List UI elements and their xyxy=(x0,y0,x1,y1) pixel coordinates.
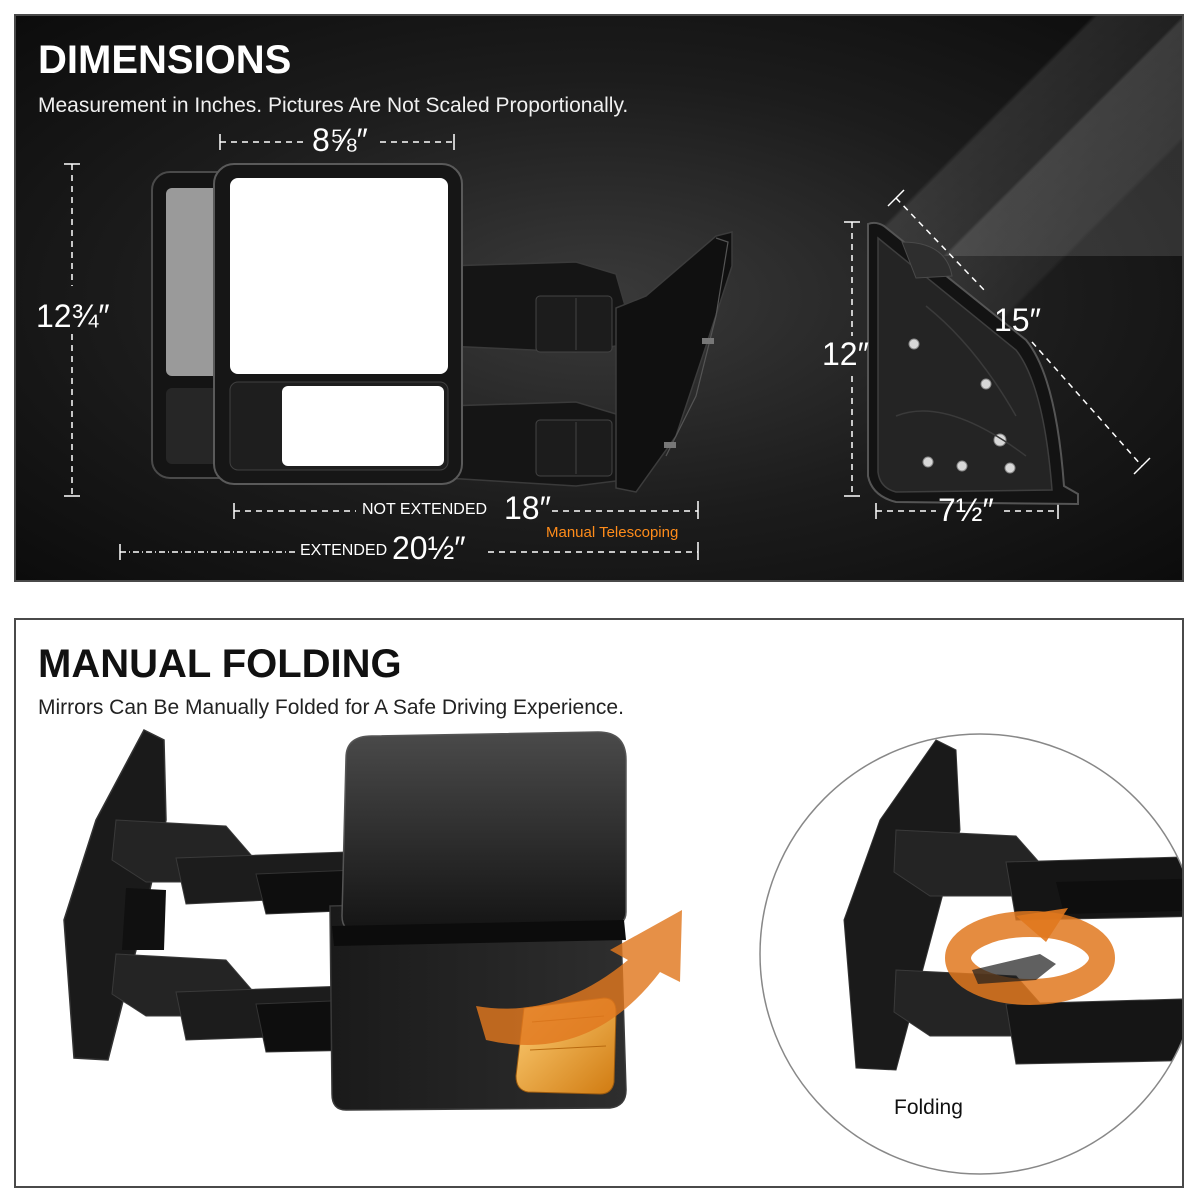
dimensions-panel: DIMENSIONS Measurement in Inches. Pictur… xyxy=(14,14,1184,582)
side-height-dimension: 12″ xyxy=(822,336,869,372)
folding-subtitle: Mirrors Can Be Manually Folded for A Saf… xyxy=(38,696,624,719)
width-dimension: 8⅝″ xyxy=(312,122,368,158)
mirror-dimension-illustration xyxy=(64,134,1151,560)
folding-label: Folding xyxy=(894,1096,963,1119)
folding-illustration xyxy=(63,729,1182,1175)
extended-value: 20½″ xyxy=(392,530,466,566)
telescoping-note: Manual Telescoping xyxy=(546,524,679,541)
side-depth-dimension: 7½″ xyxy=(938,492,994,528)
mirror-side-view xyxy=(867,221,1079,506)
mirror-rear-view xyxy=(63,729,682,1111)
mirror-front-view xyxy=(151,163,733,493)
dimensions-title: DIMENSIONS xyxy=(38,38,292,82)
extended-label: EXTENDED xyxy=(300,542,388,559)
dimensions-subtitle: Measurement in Inches. Pictures Are Not … xyxy=(38,94,629,117)
fold-arrow xyxy=(476,910,682,1045)
side-diagonal-dimension: 15″ xyxy=(994,302,1041,338)
not-extended-value: 18″ xyxy=(504,490,551,526)
not-extended-label: NOT EXTENDED xyxy=(362,501,488,518)
height-dimension: 12¾″ xyxy=(36,298,110,334)
folding-detail-circle xyxy=(759,733,1182,1175)
folding-panel: MANUAL FOLDING Mirrors Can Be Manually F… xyxy=(14,618,1184,1188)
panel-sheen-2 xyxy=(942,16,1182,256)
folding-title: MANUAL FOLDING xyxy=(38,642,402,686)
dimension-guides xyxy=(64,134,1151,560)
